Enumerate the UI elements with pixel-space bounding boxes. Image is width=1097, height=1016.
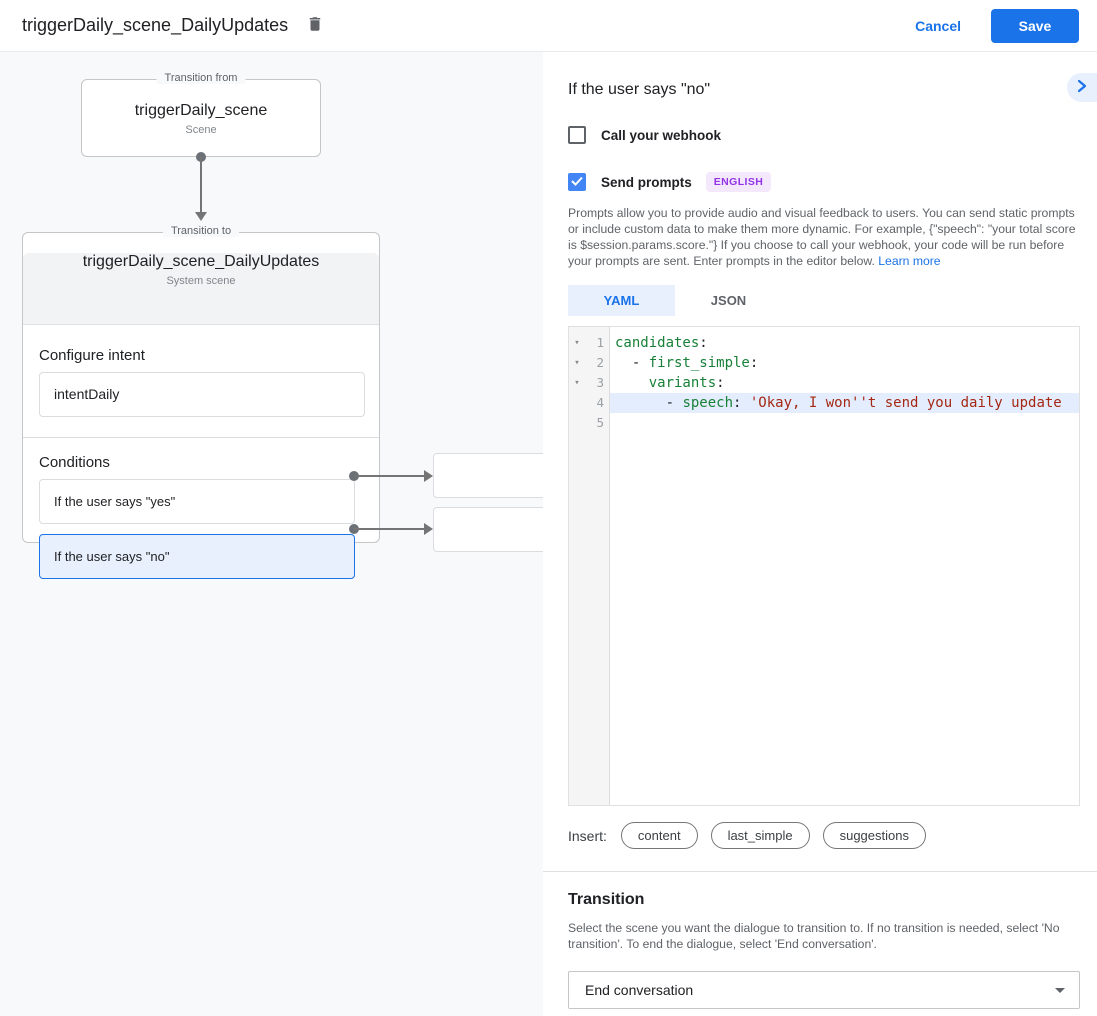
code-token: speech	[682, 395, 734, 411]
to-scene-name: triggerDaily_scene_DailyUpdates	[82, 253, 320, 270]
from-scene-type: Scene	[185, 124, 217, 136]
send-prompts-label: Send prompts	[601, 174, 692, 190]
insert-chip-last-simple[interactable]: last_simple	[710, 822, 810, 849]
trash-icon	[306, 14, 324, 37]
language-badge: ENGLISH	[705, 172, 772, 192]
line-number: 4	[596, 395, 604, 410]
condition-item-no[interactable]: If the user says "no"	[39, 534, 355, 579]
page-title: triggerDaily_scene_DailyUpdates	[22, 15, 289, 35]
editor-gutter: ▾ 1 ▾ 2 ▾ 3 4 5	[569, 327, 610, 805]
transition-to-legend: Transition to	[162, 225, 240, 237]
code-token: :	[699, 335, 708, 351]
checkmark-icon	[571, 173, 583, 191]
to-scene-header: triggerDaily_scene_DailyUpdates System s…	[23, 253, 379, 325]
insert-label: Insert:	[568, 827, 607, 844]
save-button[interactable]: Save	[991, 8, 1079, 43]
line-number: 2	[596, 355, 604, 370]
collapse-panel-button[interactable]	[1067, 73, 1097, 102]
prompts-description: Prompts allow you to provide audio and v…	[568, 205, 1080, 269]
delete-scene-button[interactable]	[306, 14, 324, 37]
top-bar: triggerDaily_scene_DailyUpdates Cancel S…	[0, 0, 1097, 52]
panel-divider	[543, 871, 1097, 872]
transition-to-node: Transition to triggerDaily_scene_DailyUp…	[22, 225, 380, 579]
condition-target-box[interactable]	[433, 507, 543, 552]
to-scene-type: System scene	[166, 275, 236, 287]
line-number: 1	[596, 335, 604, 350]
condition-target-box[interactable]	[433, 453, 543, 498]
fold-spacer	[569, 393, 585, 413]
connector-line	[354, 528, 424, 530]
node-section-divider	[23, 437, 379, 438]
scene-flow-canvas: Transition from triggerDaily_scene Scene…	[0, 52, 543, 1016]
yaml-code-editor[interactable]: ▾ 1 ▾ 2 ▾ 3 4 5	[568, 326, 1080, 806]
fold-arrow-icon[interactable]: ▾	[574, 338, 580, 348]
code-line[interactable]	[610, 413, 1079, 433]
connector-line	[354, 475, 424, 477]
condition-detail-panel: If the user says "no" Call your webhook …	[543, 52, 1097, 1016]
editor-format-tabs: YAML JSON	[568, 285, 1080, 316]
code-token: :	[716, 375, 725, 391]
insert-chip-content[interactable]: content	[620, 822, 698, 849]
transition-description: Select the scene you want the dialogue t…	[568, 921, 1060, 951]
fold-spacer	[569, 413, 585, 433]
dropdown-caret-icon	[1055, 987, 1065, 993]
insert-row: Insert: content last_simple suggestions	[568, 822, 1080, 849]
line-number: 3	[596, 375, 604, 390]
arrowhead-right-icon	[424, 470, 433, 482]
webhook-row: Call your webhook	[568, 126, 1080, 144]
condition-item-yes[interactable]: If the user says "yes"	[39, 479, 355, 524]
transition-dropdown-value: End conversation	[585, 982, 694, 998]
cancel-button[interactable]: Cancel	[915, 17, 961, 34]
line-number: 5	[596, 415, 604, 430]
code-token: -	[615, 395, 683, 411]
from-scene-name: triggerDaily_scene	[134, 102, 268, 119]
code-token: :	[733, 395, 750, 411]
configure-intent-label: Configure intent	[39, 347, 145, 364]
transition-dropdown[interactable]: End conversation	[568, 971, 1080, 1009]
transition-section-title: Transition	[568, 891, 645, 908]
gutter-row: 4	[569, 393, 609, 413]
fold-arrow-icon[interactable]: ▾	[574, 358, 580, 368]
tab-json[interactable]: JSON	[710, 293, 747, 308]
code-token: first_simple	[648, 355, 750, 371]
prompts-description-text: Prompts allow you to provide audio and v…	[568, 206, 1076, 268]
gutter-row: ▾ 2	[569, 353, 609, 373]
prompts-row: Send prompts ENGLISH	[568, 172, 1080, 192]
fold-arrow-icon[interactable]: ▾	[574, 378, 580, 388]
insert-chip-suggestions[interactable]: suggestions	[822, 822, 926, 849]
arrowhead-right-icon	[424, 523, 433, 535]
send-prompts-checkbox[interactable]	[568, 173, 586, 191]
tab-yaml[interactable]: YAML	[568, 285, 675, 316]
code-token: :	[749, 355, 759, 371]
code-line[interactable]: variants:	[610, 373, 1079, 393]
chevron-right-icon	[1077, 79, 1087, 96]
code-token: -	[615, 355, 649, 371]
gutter-row: 5	[569, 413, 609, 433]
learn-more-link[interactable]: Learn more	[878, 254, 941, 268]
arrowhead-down-icon	[195, 212, 207, 221]
conditions-label: Conditions	[39, 454, 110, 471]
transition-from-node[interactable]: Transition from triggerDaily_scene Scene	[81, 72, 321, 157]
code-line[interactable]: - first_simple:	[610, 353, 1079, 373]
intent-item[interactable]: intentDaily	[39, 372, 365, 417]
call-webhook-label: Call your webhook	[601, 127, 722, 143]
code-token: variants	[648, 375, 717, 391]
editor-code-area[interactable]: candidates: - first_simple: variants: - …	[610, 327, 1079, 805]
code-token: candidates	[615, 335, 700, 351]
code-token	[615, 375, 649, 391]
code-line-active[interactable]: - speech: 'Okay, I won''t send you daily…	[610, 393, 1079, 413]
gutter-row: ▾ 3	[569, 373, 609, 393]
connector-line	[200, 157, 202, 212]
call-webhook-checkbox[interactable]	[568, 126, 586, 144]
transition-from-legend: Transition from	[156, 72, 246, 84]
condition-title: If the user says "no"	[568, 81, 711, 98]
code-line[interactable]: candidates:	[610, 333, 1079, 353]
code-token: 'Okay, I won''t send you daily update	[749, 395, 1062, 411]
gutter-row: ▾ 1	[569, 333, 609, 353]
